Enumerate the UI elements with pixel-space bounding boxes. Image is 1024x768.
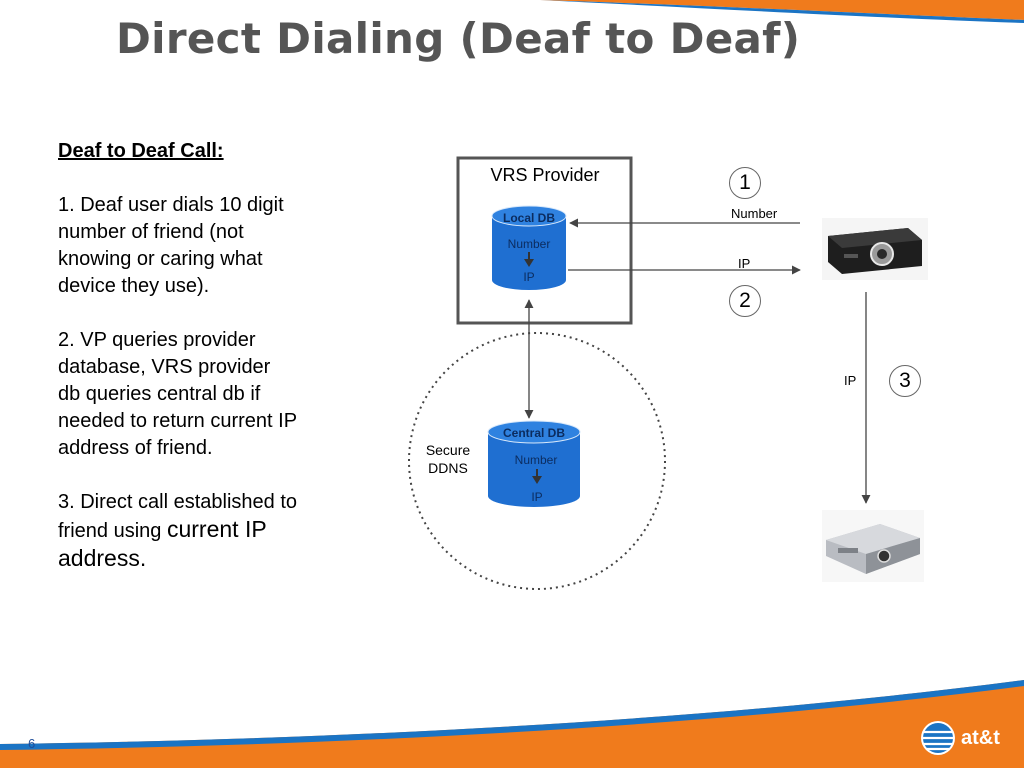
secure-label-line1: Secure: [425, 442, 471, 458]
slide-title: Direct Dialing (Deaf to Deaf): [116, 14, 801, 63]
step-2-circle: 2: [729, 285, 761, 317]
description-heading: Deaf to Deaf Call:: [58, 140, 224, 162]
step-3-emphasis: current IP address.: [58, 516, 267, 571]
local-db-number: Number: [507, 237, 551, 251]
central-db-title: Central DB: [502, 426, 565, 440]
step-3-text: 3. Direct call established to friend usi…: [58, 489, 298, 574]
central-db-cylinder: [487, 420, 581, 507]
arrow-number-label: Number: [731, 206, 778, 221]
step-1-circle: 1: [729, 167, 761, 199]
step-3-circle: 3: [889, 365, 921, 397]
central-db-number: Number: [514, 453, 558, 467]
att-globe-logo-icon: [921, 721, 955, 755]
step-2-text: 2. VP queries provider database, VRS pro…: [58, 329, 297, 459]
secure-label-line2: DDNS: [428, 460, 468, 476]
call-description: Deaf to Deaf Call: 1. Deaf user dials 10…: [58, 138, 298, 601]
page-number: 6: [28, 736, 36, 751]
top-swoosh: [540, 0, 1024, 23]
local-db-ip: IP: [523, 270, 535, 284]
bottom-swoosh: [0, 680, 1024, 768]
local-db-cylinder: [491, 205, 567, 290]
step-1-text: 1. Deaf user dials 10 digit number of fr…: [58, 194, 284, 297]
step-3-prefix: 3. Direct call established to friend usi…: [58, 491, 298, 542]
vrs-provider-label: VRS Provider: [490, 165, 600, 185]
vrs-provider-box: [456, 156, 633, 325]
arrow-ip-label: IP: [738, 256, 751, 271]
arrow-vertical-ip-label: IP: [844, 373, 857, 388]
local-db-title: Local DB: [502, 211, 555, 225]
att-logo-text: at&t: [961, 727, 1000, 749]
central-db-ip: IP: [531, 490, 543, 504]
videophone-caller-icon: [822, 218, 928, 280]
videophone-friend-icon: [822, 510, 924, 582]
secure-ddns-circle: [408, 332, 666, 590]
secure-ddns-label: Secure DDNS: [418, 441, 478, 477]
